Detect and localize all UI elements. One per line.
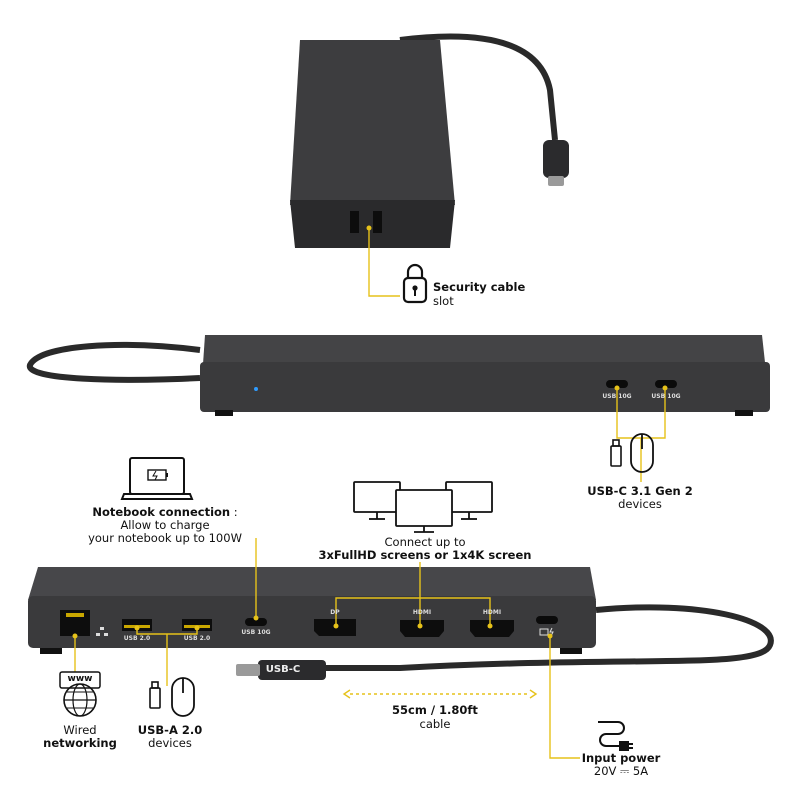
top-cable [399,33,558,141]
usba-sub: devices [148,736,192,750]
notebook-line3: your notebook up to 100W [88,531,242,545]
cable-tag: USB-C [265,664,301,675]
bottom-usbc-port [245,618,267,626]
security-sub: slot [433,294,454,308]
notebook-line2: Allow to charge [120,518,210,532]
usb-a-label-1: USB 2.0 [123,635,151,642]
cable-sub: cable [419,717,451,731]
screens-leader [335,562,421,626]
usb-a-label-2: USB 2.0 [183,635,211,642]
middle-usbc-port-2 [655,380,677,388]
hdmi-port-2 [470,620,514,637]
middle-port-label-2: USB 10G [651,393,681,400]
network-icon [96,627,108,636]
bottom-device-front [28,596,596,648]
mouse-icon [630,433,654,473]
security-leader [368,228,400,297]
notebook-colon: : [230,505,238,519]
laptop-icon [120,457,194,500]
security-slot-right [373,211,382,233]
usb-a-stick-icon [149,681,161,709]
power-title: Input power [581,751,661,765]
mouse-icon-2 [171,677,195,717]
power-leader [549,636,580,759]
notebook-title-line: Notebook connection : [70,506,260,519]
bottom-device-top [28,567,596,600]
bottom-usbc-label: USB 10G [241,629,271,636]
screens-line2: 3xFullHD screens or 1x4K screen [318,548,532,562]
power-input-port [536,616,558,624]
www-text: www [67,674,93,684]
power-spec: 20V ⎓ 5A [593,764,649,778]
notebook-title: Notebook connection [92,505,231,519]
usba-title: USB-A 2.0 [137,723,203,737]
hdmi-port-1 [400,620,444,637]
usbc-sub: devices [618,497,662,511]
wired-line2: networking [43,736,117,750]
usb-stick-icon [610,439,622,467]
bottom-cable [325,604,774,671]
dp-label: DP [330,609,340,616]
security-title: Security cable [433,280,526,294]
middle-cable [27,342,201,383]
battery-icon [147,469,168,481]
power-led [254,387,258,391]
monitors-icon [353,481,493,533]
security-slot-left [350,211,359,233]
hdmi-label-1: HDMI [412,609,432,616]
bottom-usbc-plug [258,660,326,680]
top-usbc-plug [543,140,569,178]
hdmi-label-2: HDMI [482,609,502,616]
power-delivery-icon [539,627,554,637]
lock-icon [402,263,428,304]
middle-usbc-port-1 [606,380,628,388]
power-plug-icon [598,721,633,751]
globe-icon [59,671,101,717]
cable-length: 55cm / 1.80ft [392,703,478,717]
middle-device-front [200,362,770,412]
screens-line1: Connect up to [384,535,466,549]
usbc-title: USB-C 3.1 Gen 2 [587,484,693,498]
middle-port-label-1: USB 10G [602,393,632,400]
wired-line1: Wired [63,723,97,737]
top-device-body [290,40,455,205]
